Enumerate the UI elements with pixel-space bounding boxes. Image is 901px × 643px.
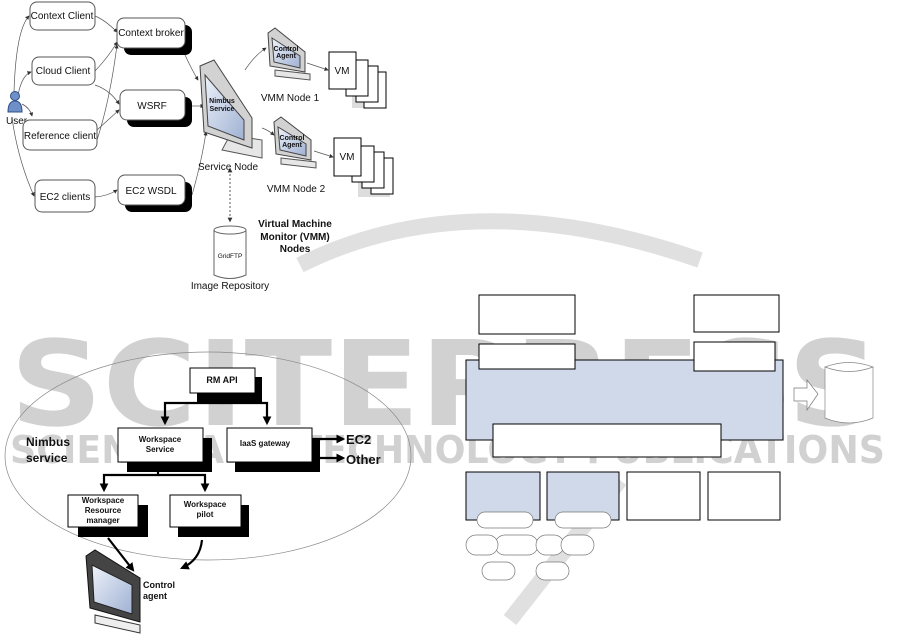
rm-api-box: RM API bbox=[189, 367, 262, 402]
client-reference: Reference client bbox=[22, 119, 98, 151]
label: Cloud Client bbox=[36, 66, 91, 77]
image-repository-label: Image Repository bbox=[191, 281, 269, 292]
svg-text:Control: Control bbox=[280, 135, 305, 142]
svg-text:Agent: Agent bbox=[276, 53, 297, 60]
control-agent-label-1: Control bbox=[143, 580, 175, 590]
label: manager bbox=[86, 516, 119, 525]
empty-box bbox=[478, 343, 576, 370]
iaas-gateway-box: IaaS gateway bbox=[226, 427, 320, 472]
service-node-label: Service Node bbox=[198, 162, 258, 173]
label: RM API bbox=[206, 375, 237, 385]
label: Context broker bbox=[118, 28, 184, 39]
empty-box bbox=[707, 471, 781, 521]
empty-box bbox=[492, 423, 722, 458]
user-label: User bbox=[6, 116, 28, 127]
label: VM bbox=[335, 66, 350, 77]
label: Nodes bbox=[280, 244, 311, 255]
wsrf: WSRF bbox=[119, 89, 192, 127]
nimbus-service-label-1: Nimbus bbox=[26, 435, 70, 449]
label: Service bbox=[146, 445, 175, 454]
nimbus-service-label-2: service bbox=[26, 451, 68, 465]
vmm-caption: Virtual Machine Monitor (VMM) Nodes bbox=[258, 219, 332, 255]
label: Resource bbox=[85, 506, 122, 515]
nimbus-service-ellipse bbox=[4, 351, 412, 561]
label: Workspace bbox=[184, 500, 227, 509]
empty-box bbox=[693, 341, 776, 372]
label: GridFTP bbox=[218, 253, 243, 260]
user-icon bbox=[7, 91, 23, 113]
svg-text:Service: Service bbox=[210, 106, 235, 113]
arrow-right-icon bbox=[793, 378, 819, 412]
pill-group bbox=[465, 511, 612, 581]
client-cloud: Cloud Client bbox=[31, 56, 96, 86]
ec2-output-label: EC2 bbox=[346, 432, 371, 447]
control-agent-label-2: agent bbox=[143, 591, 167, 601]
vmm-node-2-label: VMM Node 2 bbox=[267, 184, 326, 195]
empty-box bbox=[626, 471, 701, 521]
label: VM bbox=[340, 152, 355, 163]
control-agent-monitor-icon bbox=[85, 549, 141, 634]
label: Virtual Machine bbox=[258, 219, 332, 230]
storage-cylinder-icon bbox=[824, 362, 874, 424]
ec2-wsdl: EC2 WSDL bbox=[117, 174, 192, 212]
nimbus-architecture-diagram: User Context Client Cloud Client Referen… bbox=[6, 1, 394, 292]
label: EC2 WSDL bbox=[125, 186, 177, 197]
service-node-monitor-icon: Nimbus Service bbox=[199, 59, 263, 159]
svg-text:Control: Control bbox=[274, 46, 299, 53]
vm-stack-2: VM bbox=[333, 137, 394, 197]
blank-layer-diagram bbox=[465, 294, 874, 581]
client-context: Context Client bbox=[29, 1, 96, 31]
label: IaaS gateway bbox=[240, 439, 291, 448]
label: Workspace bbox=[82, 496, 125, 505]
other-output-label: Other bbox=[346, 452, 381, 467]
svg-text:Nimbus: Nimbus bbox=[209, 98, 235, 105]
vm-stack-1: VM bbox=[328, 51, 387, 109]
label: Reference client bbox=[24, 131, 96, 142]
empty-box bbox=[478, 294, 576, 335]
label: pilot bbox=[197, 510, 214, 519]
label: Monitor (VMM) bbox=[260, 232, 329, 243]
svg-text:Agent: Agent bbox=[282, 142, 303, 149]
label: WSRF bbox=[137, 101, 166, 112]
label: EC2 clients bbox=[40, 192, 91, 203]
label: Context Client bbox=[31, 11, 94, 22]
context-broker: Context broker bbox=[116, 17, 192, 55]
label: Workspace bbox=[139, 435, 182, 444]
client-ec2: EC2 clients bbox=[34, 179, 96, 213]
gridftp-cylinder-icon: GridFTP bbox=[213, 225, 247, 279]
empty-box bbox=[693, 294, 780, 333]
vmm-node-1-label: VMM Node 1 bbox=[261, 93, 320, 104]
